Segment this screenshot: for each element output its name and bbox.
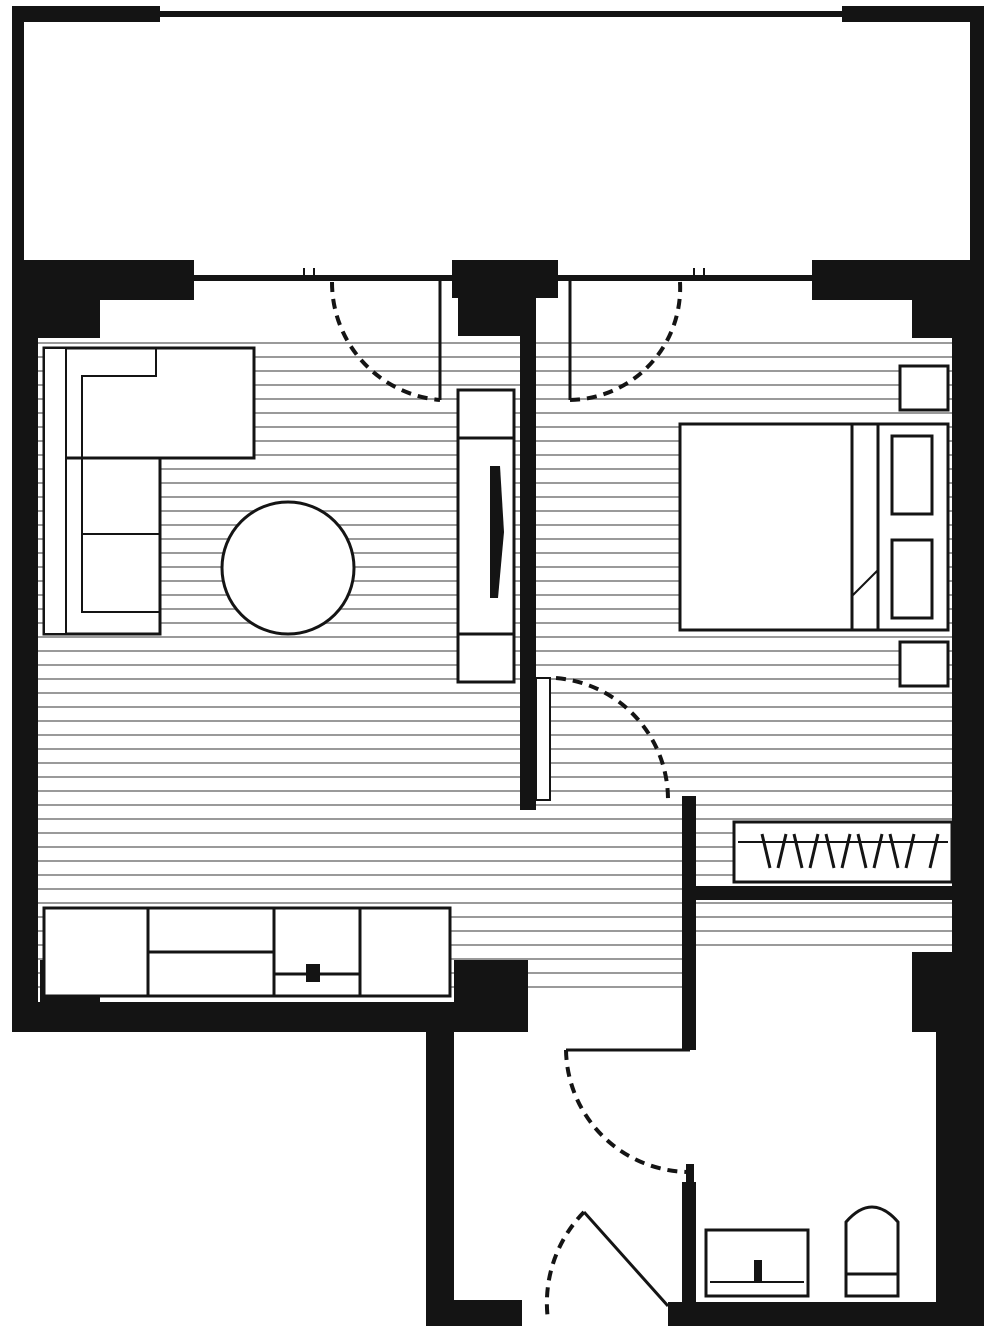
bathroom-floor-strip bbox=[694, 896, 952, 954]
toilet bbox=[844, 1205, 900, 1298]
bedroom-furniture bbox=[678, 364, 954, 884]
round-coffee-table bbox=[220, 500, 356, 636]
balcony-doors bbox=[194, 268, 812, 402]
tv-cabinet bbox=[456, 388, 516, 684]
nightstand-top bbox=[898, 364, 950, 412]
walls bbox=[12, 260, 984, 1326]
corridor-floor bbox=[520, 800, 694, 1000]
tv-icon bbox=[490, 466, 504, 598]
hanger-icons bbox=[760, 833, 940, 869]
corner-sofa bbox=[42, 346, 256, 636]
double-bed bbox=[678, 422, 950, 632]
bathroom-fixtures bbox=[704, 1205, 900, 1298]
washbasin-faucet-icon bbox=[754, 1260, 762, 1282]
nightstand-bottom bbox=[898, 640, 950, 688]
balcony bbox=[12, 6, 984, 262]
pillow-top bbox=[890, 434, 934, 516]
pillow-bottom bbox=[890, 538, 934, 620]
sink-faucet-icon bbox=[306, 964, 320, 982]
wardrobe bbox=[732, 820, 954, 884]
washbasin bbox=[704, 1228, 810, 1298]
interior-doors bbox=[535, 676, 694, 1321]
kitchen-counter bbox=[42, 906, 452, 998]
living-room-furniture bbox=[42, 346, 516, 998]
